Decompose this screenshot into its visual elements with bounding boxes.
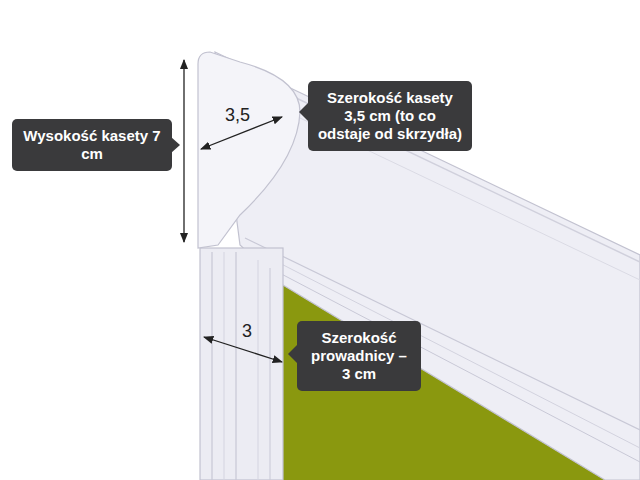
callout-box: Szerokość kasety 3,5 cm (to co odstaje o…	[308, 81, 472, 151]
callout-text: Szerokość kasety 3,5 cm (to co odstaje o…	[316, 89, 464, 143]
rail-groove	[270, 268, 271, 480]
cassette-line	[258, 252, 640, 448]
rail-groove	[258, 260, 259, 480]
cassette-line	[270, 268, 640, 462]
dimension-value: 3,5	[225, 106, 250, 126]
rail-groove	[235, 252, 236, 480]
dimension-value: 3	[242, 322, 252, 342]
rail-groove	[211, 252, 212, 480]
rail-groove	[224, 252, 225, 480]
callout-pointer	[299, 103, 308, 121]
dimension-line	[183, 60, 184, 242]
callout-box: Szerokość prowadnicy – 3 cm	[297, 321, 421, 391]
callout-box: Wysokość kasety 7 cm	[12, 119, 172, 171]
end-cap	[198, 52, 300, 248]
guide-rail	[200, 248, 283, 480]
callout-pointer	[171, 137, 180, 153]
cassette-line	[245, 238, 640, 430]
callout-text: Szerokość prowadnicy – 3 cm	[305, 329, 413, 383]
callout-pointer	[288, 345, 297, 363]
callout-text: Wysokość kasety 7 cm	[20, 127, 164, 163]
